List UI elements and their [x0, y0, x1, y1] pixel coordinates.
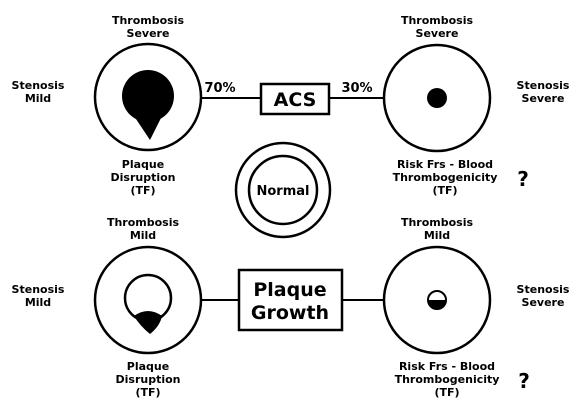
bottom-right-question-mark: ? [518, 369, 530, 393]
top-left-plaque-line1: Plaque [122, 158, 164, 171]
bottom-left-thrombosis-line1: Thrombosis [107, 216, 180, 229]
bottom-right-group: Thrombosis Mild Stenosis Severe Risk Frs… [384, 216, 570, 399]
plaque-growth-group: Plaque Growth [201, 270, 384, 330]
bottom-left-plaque-line1: Plaque [127, 360, 169, 373]
bottom-left-stenosis-line2: Mild [25, 296, 51, 309]
top-right-risk-line2: Thrombogenicity [393, 171, 498, 184]
top-right-question-mark: ? [517, 167, 529, 191]
bottom-left-group: Thrombosis Mild Stenosis Mild Plaque Dis… [12, 216, 201, 399]
bottom-left-stenosis-line1: Stenosis [12, 283, 65, 296]
top-right-risk-line1: Risk Frs - Blood [397, 158, 493, 171]
top-left-plaque-line3: (TF) [130, 184, 155, 197]
acs-left-percent: 70% [204, 81, 235, 96]
top-right-risk-line3: (TF) [432, 184, 457, 197]
top-left-plaque-rupture [134, 116, 162, 140]
plaque-growth-label-line1: Plaque [253, 279, 326, 301]
top-right-lumen-thrombus [427, 88, 447, 108]
acs-label: ACS [274, 89, 317, 111]
top-left-stenosis-line2: Mild [25, 92, 51, 105]
bottom-left-artery-outer [95, 247, 201, 353]
top-right-stenosis-line1: Stenosis [517, 79, 570, 92]
bottom-right-risk-line1: Risk Frs - Blood [399, 360, 495, 373]
top-right-stenosis-line2: Severe [522, 92, 565, 105]
acs-right-percent: 30% [341, 81, 372, 96]
bottom-right-stenosis-line2: Severe [522, 296, 565, 309]
bottom-left-thrombosis-line2: Mild [130, 229, 156, 242]
bottom-right-thrombosis-line2: Mild [424, 229, 450, 242]
normal-group: Normal [236, 143, 330, 237]
bottom-left-mild-thrombus [134, 311, 162, 334]
acs-group: 70% 30% ACS [201, 81, 385, 114]
bottom-right-thrombosis-line1: Thrombosis [401, 216, 474, 229]
bottom-right-risk-line2: Thrombogenicity [395, 373, 500, 386]
top-left-group: Thrombosis Severe Stenosis Mild Plaque D… [12, 14, 201, 197]
bottom-left-plaque-line3: (TF) [135, 386, 160, 399]
top-right-thrombosis-line1: Thrombosis [401, 14, 474, 27]
top-left-stenosis-line1: Stenosis [12, 79, 65, 92]
top-left-thrombosis-line2: Severe [127, 27, 170, 40]
top-left-thrombosis-line1: Thrombosis [112, 14, 185, 27]
top-left-lumen-thrombus [122, 70, 174, 122]
top-left-plaque-line2: Disruption [111, 171, 176, 184]
bottom-right-stenosis-line1: Stenosis [517, 283, 570, 296]
plaque-growth-label-line2: Growth [251, 302, 329, 324]
bottom-left-plaque-line2: Disruption [116, 373, 181, 386]
normal-label: Normal [257, 184, 310, 199]
top-right-thrombosis-line2: Severe [416, 27, 459, 40]
top-right-group: Thrombosis Severe Stenosis Severe Risk F… [384, 14, 570, 197]
bottom-right-risk-line3: (TF) [434, 386, 459, 399]
